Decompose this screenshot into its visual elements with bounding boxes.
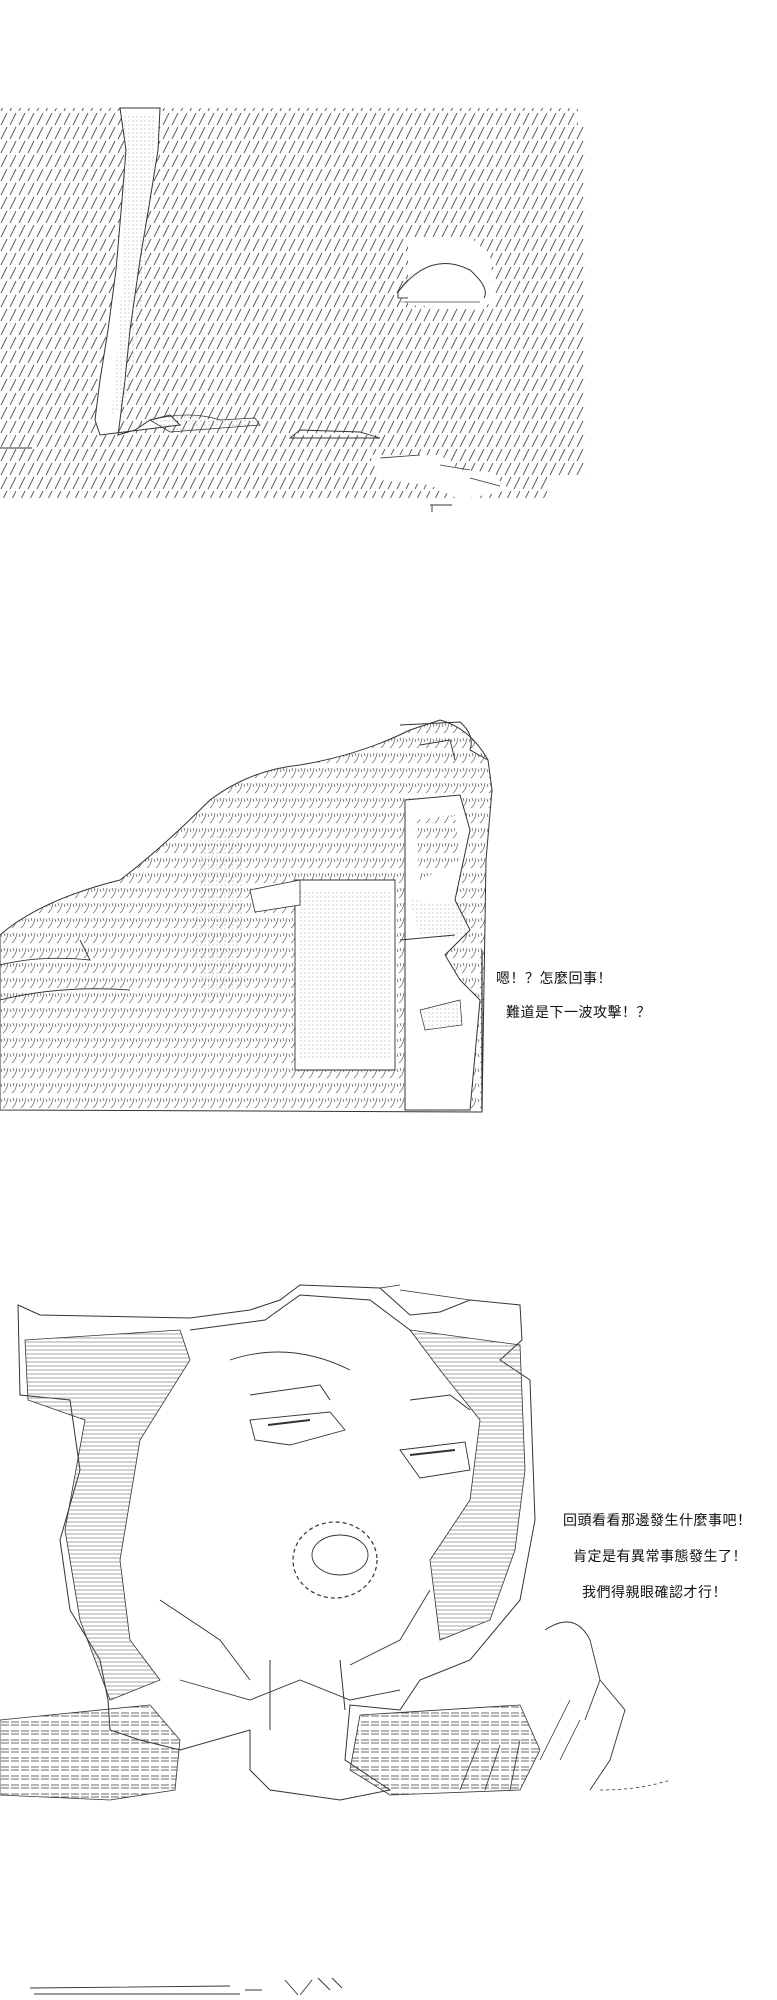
panel-3-art (0, 1284, 671, 1801)
panel-4-art (29, 1977, 343, 1996)
dialogue-line: 肯定是有異常事態發生了！ (573, 1549, 747, 1565)
dialogue-line: 嗯！？怎麼回事！ (496, 971, 612, 987)
dialogue-line: 回頭看看那邊發生什麼事吧！ (563, 1513, 752, 1529)
panel-2-art (0, 719, 493, 1113)
dialogue-line: 我們得親眼確認才行！ (582, 1585, 727, 1601)
panel-1-art (0, 107, 586, 512)
dialogue-line: 難道是下一波攻擊！？ (506, 1005, 651, 1021)
